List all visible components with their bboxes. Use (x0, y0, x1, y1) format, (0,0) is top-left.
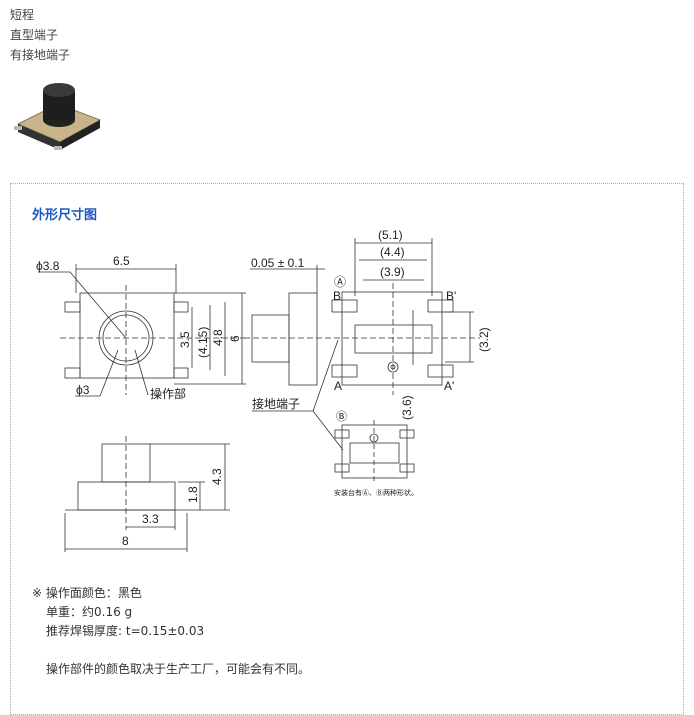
dim-phi38: ϕ3.8 (36, 259, 60, 273)
note-disclaimer: 操作部件的颜色取决于生产工厂，可能会有不同。 (46, 662, 311, 676)
dim-3-3: 3.3 (142, 512, 159, 526)
label-operating-part: 操作部 (150, 386, 186, 401)
dim-5-1: (5.1) (378, 228, 403, 242)
dim-6: 6 (228, 335, 242, 342)
spec-terminal: 直型端子 (10, 28, 59, 42)
side-view (244, 265, 325, 386)
dim-3-5: 3.5 (178, 331, 192, 348)
top-view (38, 264, 250, 397)
product-photo (14, 83, 102, 150)
label-a: A (334, 379, 342, 393)
bottom-view-a (252, 238, 480, 451)
dim-4-3: 4.3 (210, 468, 224, 485)
label-a-prime: A' (444, 379, 454, 393)
note-color: ※ 操作面颜色：黑色 (32, 586, 142, 600)
dim-1-8: 1.8 (186, 486, 200, 503)
note-weight: 单重：约0.16 g (46, 605, 133, 619)
dim-3-2: (3.2) (477, 327, 491, 352)
section-title: 外形尺寸图 (32, 208, 98, 223)
spec-ground: 有接地端子 (10, 48, 71, 62)
label-circled-b: Ⓑ (336, 410, 347, 423)
spec-stroke: 短程 (10, 8, 35, 22)
dim-6-5: 6.5 (113, 254, 130, 268)
label-b-prime: B' (446, 289, 456, 303)
dim-3-6: (3.6) (400, 395, 414, 420)
mount-note: 安装台有Ⓐ、Ⓑ两种形状。 (334, 488, 418, 497)
dim-4-8: 4.8 (211, 329, 225, 346)
note-solder: 推荐焊锡厚度: t=0.15±0.03 (46, 624, 205, 638)
dim-4-15: (4.15) (196, 327, 210, 358)
label-b: B (333, 289, 341, 303)
dim-3-9: (3.9) (380, 265, 405, 279)
dim-4-4: (4.4) (380, 245, 405, 259)
dim-phi3: ϕ3 (76, 383, 90, 397)
dim-0-05: 0.05 ± 0.1 (251, 256, 305, 270)
front-view (64, 436, 230, 552)
label-ground-terminal: 接地端子 (252, 396, 300, 411)
bottom-view-b (334, 420, 415, 484)
label-circled-a: Ⓐ (334, 275, 346, 289)
dim-8: 8 (122, 534, 129, 548)
